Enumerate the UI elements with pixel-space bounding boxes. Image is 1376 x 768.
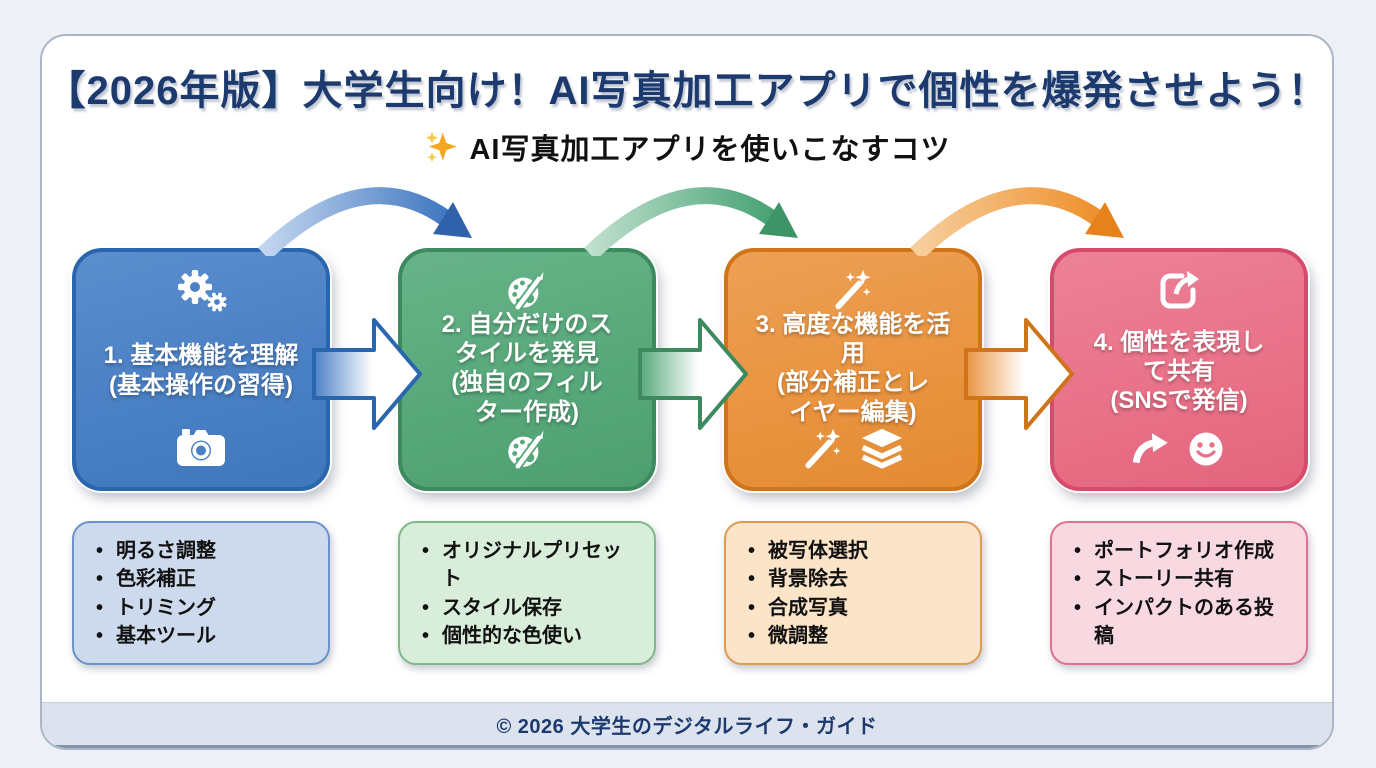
list-item: 基本ツール xyxy=(88,622,306,651)
step-3-subtitle: (部分補正とレイヤー編集) xyxy=(777,369,929,426)
step-3-detail-panel: 被写体選択 背景除去 合成写真 微調整 xyxy=(724,521,982,665)
palette-icon xyxy=(508,271,544,310)
step-2-title: 2. 自分だけのスタイルを発見 xyxy=(441,310,613,368)
step-box-2: 2. 自分だけのスタイルを発見 (独自のフィルター作成) xyxy=(398,248,656,491)
step-4-title: 4. 個性を表現して共有 xyxy=(1093,328,1265,385)
infographic-card: 【2026年版】大学生向け！AI写真加工アプリで個性を爆発させよう！ AI写真加… xyxy=(40,34,1334,750)
subtitle-row: AI写真加工アプリを使いこなすコツ xyxy=(42,126,1332,168)
process-flow: 1. 基本機能を理解 (基本操作の習得) xyxy=(42,36,1332,748)
flow-arrow-step2-to-step3 xyxy=(638,318,748,430)
step-4-detail-panel: ポートフォリオ作成 ストーリー共有 インパクトのある投稿 xyxy=(1050,521,1308,665)
step-4-subtitle: (SNSで発信) xyxy=(1110,387,1248,415)
curved-arrow-step2-to-step3 xyxy=(584,187,798,256)
list-item: 被写体選択 xyxy=(740,537,958,566)
camera-icon xyxy=(177,429,225,466)
page-subtitle: AI写真加工アプリを使いこなすコツ xyxy=(469,134,951,166)
share-icon xyxy=(1160,271,1199,309)
page-title: 【2026年版】大学生向け！AI写真加工アプリで個性を爆発させよう！ xyxy=(45,69,1329,113)
list-item: 個性的な色使い xyxy=(414,622,632,651)
smiley-icon xyxy=(1189,432,1223,466)
list-item: ストーリー共有 xyxy=(1066,565,1284,594)
list-item: オリジナルプリセット xyxy=(414,537,632,594)
step-box-3: 3. 高度な機能を活用 (部分補正とレイヤー編集) xyxy=(724,248,982,491)
palette-icon xyxy=(508,430,544,469)
step-1-detail-list: 明るさ調整 色彩補正 トリミング 基本ツール xyxy=(88,537,316,651)
step-2-subtitle: (独自のフィルター作成) xyxy=(451,369,603,426)
step-1-title: 1. 基本機能を理解 xyxy=(103,342,299,370)
layers-icon xyxy=(861,428,903,469)
list-item: 明るさ調整 xyxy=(88,537,306,566)
list-item: スタイル保存 xyxy=(414,594,632,623)
list-item: ポートフォリオ作成 xyxy=(1066,537,1284,566)
sparkles-icon xyxy=(426,131,458,162)
step-4-detail-list: ポートフォリオ作成 ストーリー共有 インパクトのある投稿 xyxy=(1066,537,1294,651)
step-1-detail-panel: 明るさ調整 色彩補正 トリミング 基本ツール xyxy=(72,521,330,665)
step-3-detail-list: 被写体選択 背景除去 合成写真 微調整 xyxy=(740,537,968,651)
copyright-text: © 2026 大学生のデジタルライフ・ガイド xyxy=(496,715,878,738)
list-item: インパクトのある投稿 xyxy=(1066,594,1284,651)
flow-arrow-step3-to-step4 xyxy=(964,318,1074,430)
curved-arrow-step3-to-step4 xyxy=(910,187,1124,256)
magic-wand-icon xyxy=(805,428,841,469)
list-item: 合成写真 xyxy=(740,594,958,623)
step-3-title: 3. 高度な機能を活用 xyxy=(755,310,951,368)
magic-wand-icon xyxy=(835,269,871,310)
list-item: 色彩補正 xyxy=(88,565,306,594)
footer-bar: © 2026 大学生のデジタルライフ・ガイド xyxy=(42,702,1332,748)
step-box-4: 4. 個性を表現して共有 (SNSで発信) xyxy=(1050,248,1308,491)
flow-arrow-step1-to-step2 xyxy=(312,318,422,430)
list-item: トリミング xyxy=(88,594,306,623)
gears-icon xyxy=(178,270,227,312)
step-1-subtitle: (基本操作の習得) xyxy=(109,371,293,399)
list-item: 背景除去 xyxy=(740,565,958,594)
list-item: 微調整 xyxy=(740,622,958,651)
step-2-detail-panel: オリジナルプリセット スタイル保存 個性的な色使い xyxy=(398,521,656,665)
share-arrow-icon xyxy=(1132,433,1168,464)
step-2-detail-list: オリジナルプリセット スタイル保存 個性的な色使い xyxy=(414,537,642,651)
curved-arrow-step1-to-step2 xyxy=(258,187,472,256)
step-box-1: 1. 基本機能を理解 (基本操作の習得) xyxy=(72,248,330,491)
